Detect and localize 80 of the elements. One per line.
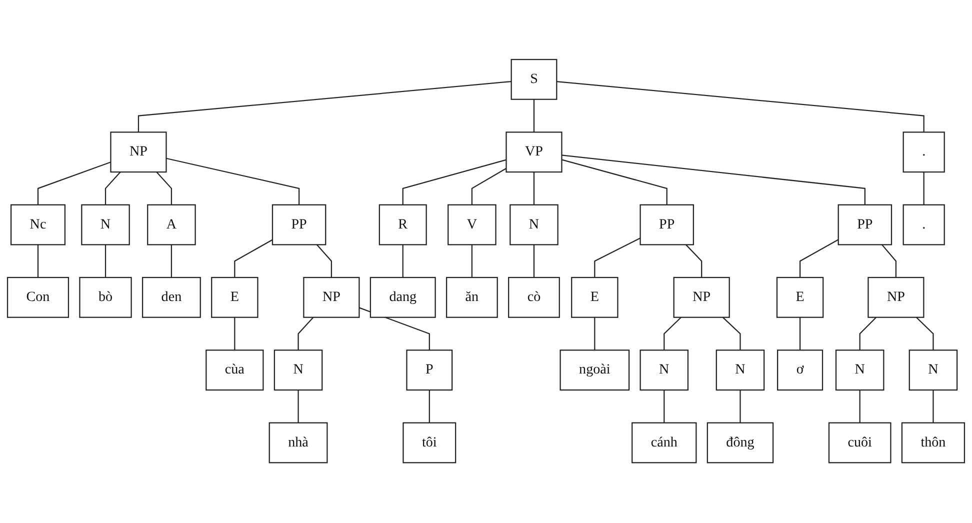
node-box: PP — [640, 204, 694, 246]
connector — [740, 390, 741, 424]
connector — [402, 245, 404, 278]
connector — [428, 390, 430, 424]
connector — [533, 172, 535, 206]
connector — [859, 390, 860, 424]
connector — [298, 390, 299, 424]
node-box: N — [716, 350, 765, 391]
node-box: E — [776, 277, 824, 318]
node-box: . — [902, 204, 945, 246]
connector — [471, 168, 507, 206]
connector — [799, 318, 801, 351]
connector — [594, 318, 596, 351]
node-box: N — [274, 350, 323, 391]
node-box: N — [640, 350, 689, 391]
node-box: N — [510, 204, 558, 246]
connector — [799, 240, 839, 278]
node-box: E — [571, 277, 618, 318]
connector — [533, 245, 535, 278]
node-box: N — [908, 350, 958, 391]
connector — [859, 317, 877, 351]
node-box: VP — [506, 132, 562, 173]
connector — [316, 244, 332, 278]
connector — [402, 160, 506, 206]
connector — [166, 158, 300, 206]
node-box: cuôi — [828, 422, 892, 464]
node-box: NP — [303, 277, 360, 318]
node-box: dang — [370, 277, 436, 318]
connector — [156, 172, 172, 206]
connector — [916, 317, 934, 351]
node-box: Con — [6, 277, 70, 318]
node-box: V — [448, 204, 496, 246]
node-box: ăn — [446, 277, 498, 318]
node-box: R — [378, 204, 427, 246]
connector — [722, 317, 741, 351]
node-box: Nc — [10, 204, 66, 246]
node-box: PP — [838, 204, 892, 246]
node-box: PP — [272, 204, 326, 246]
connector — [594, 238, 641, 278]
connector — [298, 317, 314, 351]
connector — [533, 100, 535, 133]
connector — [562, 154, 866, 206]
node-box: cánh — [632, 422, 697, 464]
connector — [104, 245, 106, 278]
node-box: NP — [868, 277, 924, 318]
connector — [556, 81, 924, 133]
connector — [37, 245, 39, 278]
node-box: đông — [706, 422, 774, 464]
node-box: NP — [110, 132, 167, 173]
connector — [37, 162, 111, 206]
connector — [932, 390, 934, 424]
connector — [664, 317, 682, 351]
connector — [923, 172, 924, 206]
node-box: NP — [673, 277, 730, 318]
node-box: bò — [79, 277, 132, 318]
connector — [234, 318, 236, 351]
connector — [471, 245, 473, 278]
node-box: cò — [508, 277, 560, 318]
node-box: S — [510, 59, 558, 100]
connector — [686, 244, 702, 278]
node-box: den — [142, 277, 201, 318]
node-box: ơ — [777, 350, 824, 391]
node-box: ngoài — [560, 350, 630, 391]
node-box: E — [211, 277, 258, 318]
node-box: A — [147, 204, 196, 246]
connector — [882, 244, 896, 278]
connector — [138, 81, 512, 133]
connector — [104, 172, 121, 206]
node-box: thôn — [901, 422, 966, 464]
node-box: . — [902, 132, 945, 173]
connector — [234, 240, 273, 278]
node-box: nhà — [268, 422, 328, 464]
node-box: tôi — [402, 422, 456, 464]
node-box: cùa — [206, 350, 264, 391]
node-box: N — [835, 350, 884, 391]
connector — [170, 245, 172, 278]
node-box: N — [81, 204, 130, 246]
node-box: P — [406, 350, 453, 391]
connector — [562, 160, 668, 206]
connector — [664, 390, 665, 424]
